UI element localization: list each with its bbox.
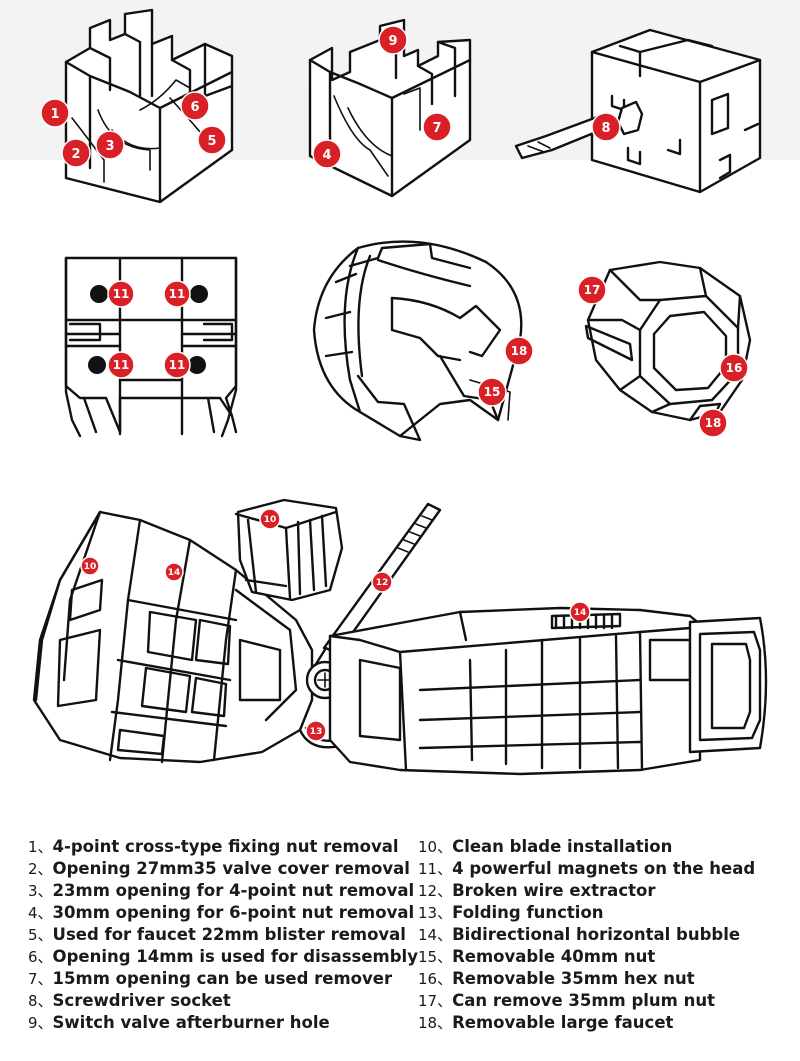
svg-text:18: 18 — [511, 344, 528, 358]
badge-15: 15 — [477, 377, 507, 407]
badge-12: 12 — [371, 571, 393, 593]
legend-item-3: 3、23mm opening for 4-point nut removal — [28, 881, 415, 900]
tool-right-body — [328, 606, 702, 776]
badge-10-a: 10 — [80, 556, 100, 576]
badge-11-d: 11 — [163, 351, 191, 379]
svg-text:2: 2 — [71, 147, 80, 162]
legend-item-14: 14、Bidirectional horizontal bubble — [418, 925, 741, 944]
svg-text:13: 13 — [310, 727, 323, 737]
svg-text:5: 5 — [207, 134, 216, 149]
legend-item-2: 2、Opening 27mm35 valve cover removal — [28, 859, 410, 878]
magnet-dots — [88, 285, 208, 374]
legend-item-4: 4、30mm opening for 6-point nut removal — [28, 903, 415, 922]
legend-item-7: 7、15mm opening can be used remover — [28, 969, 393, 988]
badge-10-b: 10 — [259, 508, 281, 530]
legend-item-8: 8、Screwdriver socket — [28, 991, 231, 1010]
part-b-socket-holder — [308, 18, 472, 198]
legend-item-10: 10、Clean blade installation — [418, 837, 673, 856]
badge-11-b: 11 — [163, 280, 191, 308]
badge-2: 2 — [61, 138, 91, 168]
part-f-hex-socket — [584, 260, 752, 422]
svg-text:11: 11 — [113, 287, 130, 301]
badge-11-c: 11 — [107, 351, 135, 379]
svg-text:10: 10 — [84, 562, 97, 572]
badge-11-a: 11 — [107, 280, 135, 308]
blade-bracket — [234, 498, 344, 602]
svg-text:4: 4 — [322, 148, 331, 163]
svg-text:9: 9 — [388, 34, 397, 49]
legend-item-18: 18、Removable large faucet — [418, 1013, 674, 1032]
badge-1: 1 — [40, 98, 70, 128]
badge-6: 6 — [180, 91, 210, 121]
legend-item-17: 17、Can remove 35mm plum nut — [418, 991, 715, 1010]
svg-text:6: 6 — [190, 100, 199, 115]
badge-13: 13 — [305, 720, 327, 742]
legend-item-11: 11、4 powerful magnets on the head — [418, 859, 756, 878]
svg-text:11: 11 — [169, 287, 186, 301]
legend-item-1: 1、4-point cross-type fixing nut removal — [28, 837, 399, 856]
tool-left-body — [32, 510, 314, 764]
svg-text:11: 11 — [113, 358, 130, 372]
part-e-round-socket — [312, 240, 523, 442]
legend-item-15: 15、Removable 40mm nut — [418, 947, 656, 966]
legend-item-6: 6、Opening 14mm is used for disassembly — [28, 947, 418, 966]
legend-item-12: 12、Broken wire extractor — [418, 881, 656, 900]
svg-text:3: 3 — [105, 139, 114, 154]
svg-text:14: 14 — [574, 608, 587, 618]
part-d-magnet-head — [64, 256, 238, 438]
badge-3: 3 — [95, 130, 125, 160]
svg-text:10: 10 — [264, 515, 277, 525]
badge-14-a: 14 — [164, 562, 184, 582]
svg-text:16: 16 — [726, 361, 743, 375]
badge-9: 9 — [378, 25, 408, 55]
badge-5: 5 — [197, 125, 227, 155]
part-c-screwdriver-cube — [590, 28, 762, 194]
legend-column-right: 10、Clean blade installation 11、4 powerfu… — [418, 836, 755, 1034]
legend-column-left: 1、4-point cross-type fixing nut removal … — [28, 836, 418, 1034]
feature-legend: 1、4-point cross-type fixing nut removal … — [0, 836, 800, 1056]
svg-text:14: 14 — [168, 568, 181, 578]
svg-text:18: 18 — [705, 416, 722, 430]
badge-8: 8 — [591, 112, 621, 142]
legend-item-16: 16、Removable 35mm hex nut — [418, 969, 695, 988]
svg-text:1: 1 — [50, 107, 59, 122]
svg-text:8: 8 — [601, 121, 610, 136]
svg-text:12: 12 — [376, 578, 389, 588]
svg-text:15: 15 — [484, 385, 501, 399]
svg-text:7: 7 — [432, 121, 441, 136]
badge-16: 16 — [719, 353, 749, 383]
badge-17: 17 — [577, 275, 607, 305]
tool-diagram: 1 2 3 6 5 — [32, 8, 768, 776]
legend-item-5: 5、Used for faucet 22mm blister removal — [28, 925, 406, 944]
svg-text:11: 11 — [169, 358, 186, 372]
badge-4: 4 — [312, 139, 342, 169]
badge-18-b: 18 — [698, 408, 728, 438]
svg-text:17: 17 — [584, 283, 601, 297]
badge-7: 7 — [422, 112, 452, 142]
screwdriver-bit — [514, 100, 644, 160]
badge-14-b: 14 — [569, 601, 591, 623]
legend-item-13: 13、Folding function — [418, 903, 604, 922]
legend-item-9: 9、Switch valve afterburner hole — [28, 1013, 330, 1032]
tool-end-socket — [688, 616, 768, 754]
badge-18-a: 18 — [504, 336, 534, 366]
